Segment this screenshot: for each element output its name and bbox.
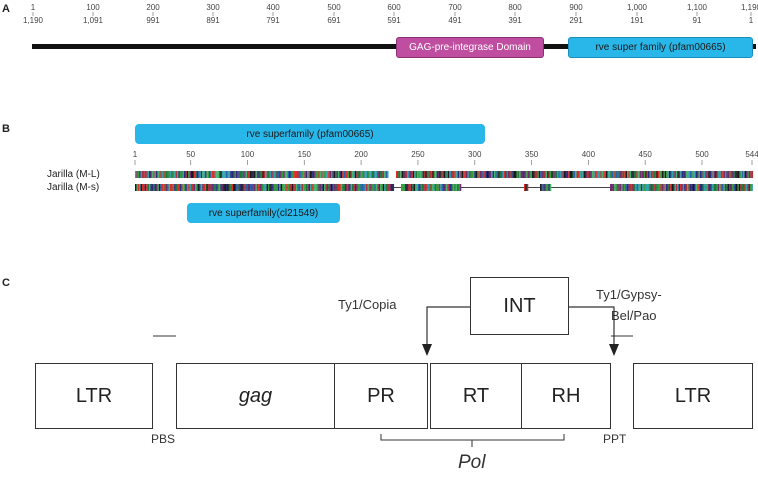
ruler-a-top-tick: 300 bbox=[206, 3, 220, 12]
ruler-a-top-tick: 400 bbox=[266, 3, 280, 12]
rve-superfamily-pfam-domain: rve superfamily (pfam00665) bbox=[135, 124, 485, 144]
rt-box: RT bbox=[430, 363, 522, 429]
panel-b-alignment bbox=[134, 160, 754, 191]
gag-pre-integrase-domain: GAG-pre-integrase Domain bbox=[396, 37, 544, 58]
ruler-a-bottom-tick: 191 bbox=[630, 16, 644, 25]
rve-superfamily-cl-domain: rve superfamily(cl21549) bbox=[187, 203, 340, 223]
ruler-a-top-tick: 700 bbox=[448, 3, 462, 12]
ruler-a-top-tick: 600 bbox=[387, 3, 401, 12]
ruler-b-tick: 200 bbox=[354, 150, 368, 159]
panel-label-b: B bbox=[2, 123, 10, 135]
ruler-a-top-tick: 500 bbox=[327, 3, 341, 12]
ruler-a-bottom-tick: 1 bbox=[748, 16, 754, 25]
panel-a: 1 100 200 300 400 500 600 700 800 900 1,000 1,100 1,… bbox=[0, 0, 758, 60]
panel-label-c: C bbox=[2, 277, 10, 289]
ltr-right-box: LTR bbox=[633, 363, 753, 429]
ruler-a-top-tick: 1,100 bbox=[686, 3, 708, 12]
pr-box: PR bbox=[334, 363, 428, 429]
ruler-b-tick: 500 bbox=[695, 150, 709, 159]
ruler-a-bottom-tick: 791 bbox=[266, 16, 280, 25]
gag-box: gag bbox=[176, 363, 335, 429]
ruler-a-top-tick: 800 bbox=[508, 3, 522, 12]
ty1-copia-label: Ty1/Copia bbox=[338, 297, 397, 312]
ruler-b-tick: 544 bbox=[745, 150, 758, 159]
panel-label-a: A bbox=[2, 3, 10, 15]
ruler-a-bottom-tick: 491 bbox=[448, 16, 462, 25]
ruler-a-bottom-tick: 391 bbox=[508, 16, 522, 25]
ruler-a-bottom-tick: 991 bbox=[146, 16, 160, 25]
ruler-a-bottom-tick: 91 bbox=[692, 16, 702, 25]
ruler-b-tick: 1 bbox=[132, 150, 138, 159]
panel-c: LTR gag PR RT RH LTR INT Ty1/Copia Ty1/G… bbox=[0, 260, 758, 485]
ruler-b-tick: 50 bbox=[186, 150, 196, 159]
ruler-b-tick: 350 bbox=[524, 150, 539, 159]
ruler-a-bottom-tick: 691 bbox=[327, 16, 341, 25]
ruler-a-top-tick: 1,000 bbox=[626, 3, 648, 12]
ruler-a-top-tick: 1,190 bbox=[740, 3, 758, 12]
ruler-b-tick: 450 bbox=[638, 150, 652, 159]
rve-super-family-domain: rve super family (pfam00665) bbox=[568, 37, 753, 58]
seq-label-jarilla-ms: Jarilla (M-s) bbox=[47, 182, 100, 193]
ty1-gypsy-label-line1: Ty1/Gypsy- bbox=[596, 287, 662, 302]
ruler-a-top-tick: 100 bbox=[86, 3, 100, 12]
seq-label-jarilla-ml: Jarilla (M-L) bbox=[47, 169, 100, 180]
int-box: INT bbox=[470, 277, 569, 335]
ruler-a-bottom-tick: 591 bbox=[387, 16, 401, 25]
protein-backbone-bar bbox=[32, 44, 756, 49]
ruler-a-bottom-tick: 891 bbox=[206, 16, 220, 25]
ty1-gypsy-label-line2: Bel/Pao bbox=[611, 308, 657, 323]
ruler-a-bottom-tick: 291 bbox=[569, 16, 583, 25]
pbs-label: PBS bbox=[151, 432, 176, 446]
ruler-a-bottom-tick: 1,190 bbox=[22, 16, 44, 25]
ruler-a-top-tick: 200 bbox=[146, 3, 160, 12]
pol-label: Pol bbox=[458, 452, 486, 473]
ltr-left-box: LTR bbox=[35, 363, 153, 429]
ruler-a-bottom-tick: 1,091 bbox=[82, 16, 104, 25]
ruler-a-top-tick: 1 bbox=[30, 3, 36, 12]
ppt-label: PPT bbox=[603, 432, 627, 446]
ruler-b-tick: 400 bbox=[581, 150, 596, 159]
ruler-b-tick: 100 bbox=[240, 150, 255, 159]
ruler-a-top-tick: 900 bbox=[569, 3, 583, 12]
ruler-b-tick: 300 bbox=[468, 150, 482, 159]
panel-a-ruler bbox=[32, 12, 752, 16]
panel-c-connectors bbox=[153, 306, 633, 447]
rh-box: RH bbox=[521, 363, 611, 429]
ruler-b-tick: 150 bbox=[297, 150, 311, 159]
ruler-b-tick: 250 bbox=[411, 150, 425, 159]
